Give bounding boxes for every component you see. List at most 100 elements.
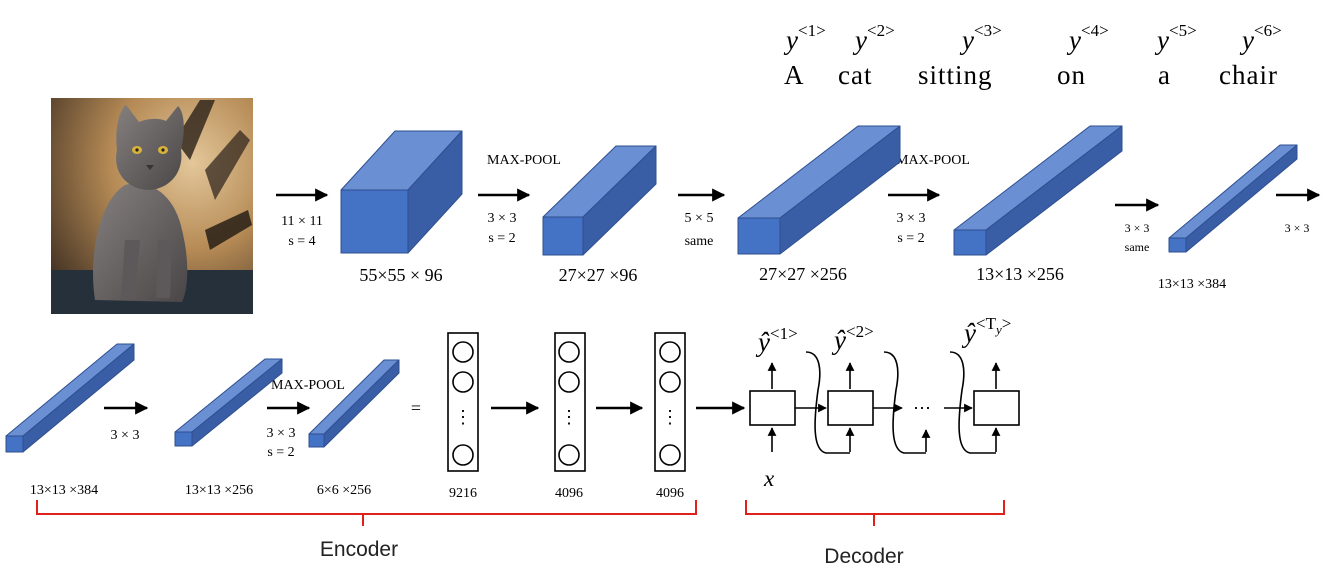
volume-4 [953,125,1123,256]
fc-layer-3: ⋮ 4096 [654,332,686,501]
volume-5-top-face [1168,144,1298,239]
volume-5-front-face [1168,237,1187,253]
op8-filter: 3 × 3 [267,426,296,441]
caption-word-5: a [1158,60,1171,90]
volume-6-top-face [5,343,135,437]
volume3-dims: 27×27 ×256 [759,264,847,284]
op7-filter: 3 × 3 [111,428,140,443]
volume-4-front-face [953,229,987,256]
volume2-dims: 27×27 ×96 [559,265,638,285]
row1-volume-labels: 55×55 × 96 27×27 ×96 27×27 ×256 13×13 ×2… [359,264,1226,292]
volume-6 [5,343,135,453]
volume-8-front-face [308,433,325,448]
feedback-curve-3 [949,351,996,454]
fc-layer-3-size: 4096 [656,486,684,501]
op8-stride: s = 2 [267,445,294,460]
fc-layer-3-neuron [659,444,681,466]
caption-output-1: y<1> [783,21,826,55]
decoder-brace-line [745,500,1005,526]
volume8-dims: 6×6 ×256 [317,483,371,498]
rnn-cell-1 [749,390,796,426]
fc-layer-1-neuron [452,341,474,363]
row1-op-labels: 11 × 11 s = 4 MAX-POOL 3 × 3 s = 2 5 × 5… [281,153,1309,254]
volume-3 [737,125,901,255]
fc-layer-3-neuron [659,371,681,393]
encoder-label: Encoder [320,538,398,561]
volume-5 [1168,144,1298,253]
decoder-ellipsis: ⋯ [913,398,931,418]
encoder-brace: Encoder [36,500,697,561]
volume1-dims: 55×55 × 96 [359,265,442,285]
fc-layer-3-neuron [659,341,681,363]
caption-output-4: y<4> [1066,21,1109,55]
volume7-dims: 13×13 ×256 [185,483,253,498]
decoder-output-1: ŷ<1> [755,324,798,357]
op4-title: MAX-POOL [896,153,970,168]
row2-labels: 3 × 3 MAX-POOL 3 × 3 s = 2 = 13×13 ×384 … [30,378,421,498]
decoder-rnn: ⋯ ŷ<1> ŷ<2> ŷ<Ty> x [749,314,1020,491]
fc-layer-2-neuron [558,341,580,363]
caption-word-1: A [784,60,805,90]
volume-1-front-face [340,189,409,254]
decoder-output-last: ŷ<Ty> [961,314,1011,348]
decoder-brace: Decoder [745,500,1005,568]
caption-output-6: y<6> [1239,21,1282,55]
op3-filter: 5 × 5 [685,211,714,226]
equals-sign: = [411,398,421,418]
feature-volumes [5,125,1298,453]
caption-outputs: y<1> y<2> y<3> y<4> y<5> y<6> [783,21,1282,55]
volume-6-front-face [5,435,24,453]
caption-output-2: y<2> [852,21,895,55]
op2-stride: s = 2 [488,231,515,246]
volume6-dims: 13×13 ×384 [30,483,98,498]
volume-8-side-face [323,359,400,448]
op5-filter: 3 × 3 [1125,221,1150,235]
volume-7-top-face [174,358,283,433]
volume-8-top-face [308,359,400,435]
op1-filter: 11 × 11 [281,214,323,229]
volume-8 [308,359,400,448]
fc-layer-3-dots: ⋮ [661,407,679,427]
fc-layer-1-neuron [452,371,474,393]
volume-1 [340,130,463,254]
volume4-dims: 13×13 ×256 [976,264,1064,284]
fc-layer-1: ⋮ 9216 [447,332,479,501]
op1-stride: s = 4 [288,234,315,249]
caption-word-3: sitting [918,60,993,90]
caption-words: A cat sitting on a chair [784,60,1277,90]
op4-stride: s = 2 [897,231,924,246]
decoder-label: Decoder [824,545,903,568]
op6-filter: 3 × 3 [1285,221,1310,235]
feedback-curve-2 [883,351,926,454]
fc-layer-2-neuron [558,371,580,393]
volume5-dims: 13×13 ×384 [1158,277,1226,292]
fc-layer-1-dots: ⋮ [454,407,472,427]
volume-5-side-face [1185,144,1298,253]
op4-filter: 3 × 3 [897,211,926,226]
op3-padding: same [685,234,714,249]
fc-layer-2: ⋮ 4096 [554,332,586,501]
volume-7-front-face [174,431,193,447]
caption-word-4: on [1057,60,1086,90]
op2-filter: 3 × 3 [488,211,517,226]
op5-padding: same [1125,240,1150,254]
fc-layer-2-neuron [558,444,580,466]
fc-layer-2-size: 4096 [555,486,583,501]
op2-title: MAX-POOL [487,153,561,168]
op8-title: MAX-POOL [271,378,345,393]
feedback-curve-1 [805,351,850,454]
cat-photo [51,98,253,314]
caption-output-5: y<5> [1154,21,1197,55]
decoder-output-2: ŷ<2> [831,322,874,355]
caption-word-2: cat [838,60,872,90]
volume-3-front-face [737,217,781,255]
fc-layer-2-dots: ⋮ [560,407,578,427]
row1-arrows [276,188,1321,212]
fc-layer-1-size: 9216 [449,486,477,501]
caption-output-3: y<3> [959,21,1002,55]
encoder-brace-line [36,500,697,526]
rnn-cell-2 [827,390,874,426]
rnn-cell-3 [973,390,1020,426]
fc-layer-1-neuron [452,444,474,466]
